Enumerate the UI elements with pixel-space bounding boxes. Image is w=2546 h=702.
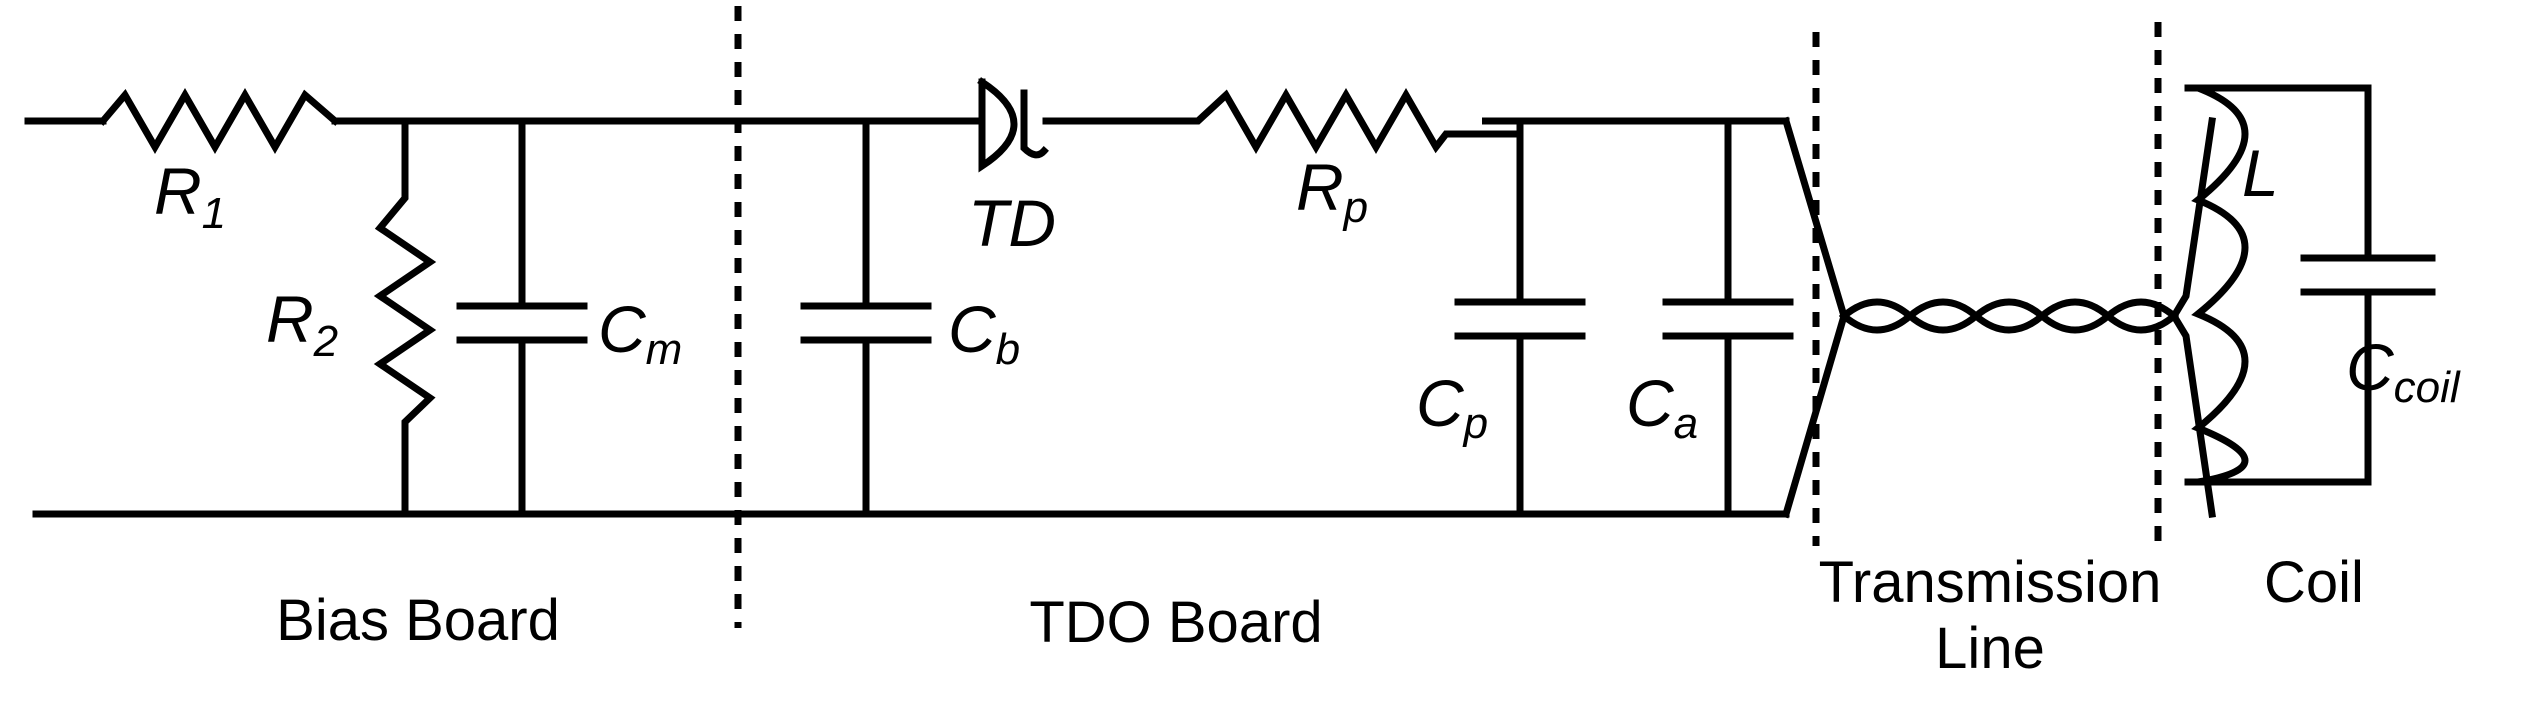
label-cb-sub: b — [996, 325, 1020, 374]
capacitor-cm — [456, 117, 588, 518]
twisted-pair-b — [1839, 298, 2179, 334]
tl-right-top — [2169, 117, 2216, 321]
tl-left-bottom — [1781, 311, 1849, 519]
label-cp: Cp — [1416, 366, 1488, 448]
tl-left-top — [1781, 116, 1849, 321]
capacitor-cb — [800, 117, 932, 518]
label-r1-sub: 1 — [202, 189, 226, 238]
twisted-pair-a — [1839, 298, 2179, 334]
label-cm-symbol: C — [598, 292, 647, 366]
label-cm: Cm — [598, 292, 682, 374]
label-td: TD — [968, 186, 1056, 260]
tl-right-bottom — [2169, 311, 2216, 518]
label-rp-symbol: R — [1296, 150, 1344, 224]
coil-top-wire — [2194, 84, 2372, 262]
label-r1: R1 — [154, 154, 226, 238]
tunnel-diode-td — [964, 77, 1150, 173]
section-transmission-line-1: Transmission — [1819, 550, 2162, 615]
label-ccoil-sub: coil — [2394, 363, 2461, 412]
label-ca: Ca — [1626, 366, 1698, 448]
capacitor-ccoil — [2194, 254, 2436, 486]
resistor-r2 — [373, 117, 437, 518]
section-transmission-line-2: Line — [1935, 616, 2045, 681]
coil-circuit — [2184, 84, 2436, 486]
label-r2: R2 — [266, 282, 338, 366]
label-cm-sub: m — [646, 325, 683, 374]
label-cb: Cb — [948, 292, 1020, 374]
label-ca-symbol: C — [1626, 366, 1675, 440]
label-cp-sub: p — [1462, 399, 1488, 448]
resistor-rp — [1126, 87, 1524, 155]
label-r1-symbol: R — [154, 154, 202, 228]
tdo-board-circuit — [32, 77, 1794, 518]
resistor-r1 — [98, 87, 340, 155]
label-cb-symbol: C — [948, 292, 997, 366]
capacitor-cp — [1454, 117, 1586, 518]
section-bias-board: Bias Board — [276, 588, 560, 653]
label-ccoil-symbol: C — [2346, 330, 2395, 404]
capacitor-ca — [1662, 117, 1794, 518]
label-rp-sub: p — [1342, 183, 1368, 232]
inductor-l — [2184, 84, 2249, 486]
section-coil: Coil — [2264, 550, 2364, 615]
label-r2-symbol: R — [266, 282, 314, 356]
label-ccoil: Ccoil — [2346, 330, 2461, 412]
label-ca-sub: a — [1674, 399, 1698, 448]
transmission-line — [1781, 116, 2216, 519]
label-r2-sub: 2 — [313, 317, 338, 366]
section-tdo-board: TDO Board — [1029, 590, 1322, 655]
label-cp-symbol: C — [1416, 366, 1465, 440]
label-rp: Rp — [1296, 150, 1368, 232]
label-l: L — [2242, 136, 2279, 210]
